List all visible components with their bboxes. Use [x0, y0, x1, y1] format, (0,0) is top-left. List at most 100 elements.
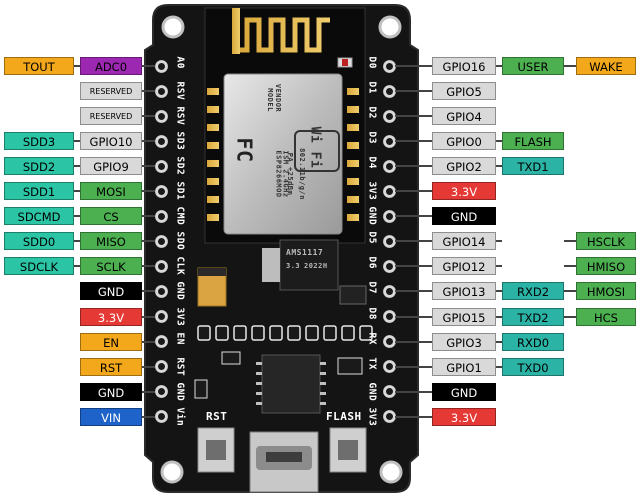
right-pin-label: USER	[502, 57, 564, 75]
connector-line	[395, 90, 432, 93]
right-pin-label: HCS	[576, 307, 636, 326]
left-pin-hole	[154, 385, 168, 399]
module-line-5: PA +25dBm	[286, 152, 295, 196]
right-pin-silk-label: D1	[366, 81, 378, 94]
right-pin-silk-label: D7	[366, 281, 378, 295]
right-pin-label: TXD1	[502, 157, 564, 176]
connector-line	[496, 65, 502, 67]
left-pin-silk-label: A0	[174, 56, 186, 69]
regulator-text-3: 2022H	[304, 262, 328, 270]
connector-line	[395, 315, 432, 318]
left-pin-silk-label: SD3	[174, 131, 186, 151]
left-pin-silk-label: SD1	[174, 181, 186, 201]
left-pin-label: SDD0	[4, 232, 74, 251]
left-pin-silk-label: Vin	[174, 407, 186, 426]
connector-line	[395, 290, 432, 293]
right-pin-hole	[382, 134, 396, 148]
left-pin-label: GPIO10	[80, 132, 142, 151]
right-pin-silk-label: D2	[366, 106, 378, 120]
connector-line	[142, 65, 155, 67]
connector-line	[142, 265, 155, 268]
connector-line	[142, 415, 155, 418]
connector-line	[395, 240, 432, 243]
connector-line	[142, 340, 155, 343]
connector-line	[74, 165, 80, 168]
connector-line	[74, 215, 80, 218]
connector-line	[496, 290, 502, 293]
connector-line	[142, 390, 155, 393]
left-pin-label: RESERVED	[80, 107, 142, 126]
connector-line	[74, 265, 80, 268]
left-pin-label: SCLK	[80, 257, 142, 276]
right-pin-label: GPIO16	[432, 57, 496, 75]
connector-line	[395, 265, 432, 268]
regulator-text-2: 3.3	[286, 262, 301, 270]
right-pin-hole	[382, 109, 396, 123]
left-pin-hole	[154, 109, 168, 123]
right-pin-hole	[382, 59, 396, 73]
right-pin-hole	[382, 184, 396, 198]
left-pin-silk-label: CMD	[174, 206, 186, 226]
left-pin-hole	[154, 209, 168, 223]
left-pin-label: MOSI	[80, 182, 142, 201]
right-pin-label: HMOSI	[576, 282, 636, 301]
right-pin-silk-label: RX	[366, 332, 378, 345]
connector-line	[395, 190, 432, 193]
mounting-hole-top-right	[378, 15, 402, 39]
right-pin-hole	[382, 209, 396, 223]
connector-line	[496, 140, 502, 143]
connector-line	[395, 115, 432, 118]
left-pin-silk-label: EN	[174, 332, 186, 345]
connector-line	[496, 365, 502, 368]
right-pin-label: GPIO4	[432, 107, 496, 126]
rst-button-body	[197, 427, 235, 473]
connector-line	[395, 340, 432, 343]
left-pin-silk-label: SD2	[174, 156, 186, 176]
connector-line	[142, 165, 155, 168]
connector-line	[395, 390, 432, 393]
right-pin-label: TXD2	[502, 307, 564, 326]
connector-line	[564, 65, 576, 67]
left-pin-hole	[154, 335, 168, 349]
right-pin-label: GPIO0	[432, 132, 496, 151]
left-pin-silk-label: 3V3	[174, 307, 186, 326]
connector-line	[496, 340, 502, 343]
mounting-hole-top-left	[161, 15, 185, 39]
connector-line	[395, 365, 432, 368]
right-pin-label: HSCLK	[576, 232, 636, 251]
left-pin-hole	[154, 234, 168, 248]
connector-line	[142, 240, 155, 243]
right-pin-silk-label: D0	[366, 56, 378, 69]
connector-line	[74, 240, 80, 243]
left-pin-silk-label: CLK	[174, 256, 186, 276]
right-pin-label: GND	[432, 207, 496, 226]
rf-shield	[223, 73, 343, 235]
rst-button-label: RST	[206, 410, 228, 423]
right-pin-silk-label: 3V3	[366, 181, 378, 201]
left-pin-label: SDD3	[4, 132, 74, 151]
left-pin-hole	[154, 259, 168, 273]
connector-line	[395, 65, 432, 67]
connector-line	[142, 315, 155, 318]
left-pin-hole	[154, 310, 168, 323]
right-pin-hole	[382, 159, 396, 173]
right-pin-silk-label: GND	[366, 382, 378, 401]
connector-line	[142, 215, 155, 218]
regulator-text: AMS1117	[286, 248, 324, 257]
antenna-trace	[232, 12, 330, 53]
left-pin-silk-label: RSV	[174, 81, 186, 101]
right-pin-hole	[382, 385, 396, 399]
right-pin-hole	[382, 310, 396, 323]
right-pin-silk-label: D8	[366, 307, 378, 320]
right-pin-label: GND	[432, 382, 496, 401]
left-pin-label: VIN	[80, 407, 142, 426]
left-pin-silk-label: GND	[174, 281, 186, 301]
right-pin-silk-label: 3V3	[366, 407, 378, 426]
connector-line	[496, 240, 502, 243]
right-pin-hole	[382, 234, 396, 248]
right-pin-hole	[382, 360, 396, 374]
right-pin-label: RXD2	[502, 282, 564, 301]
right-pin-label: 3.3V	[432, 182, 496, 201]
